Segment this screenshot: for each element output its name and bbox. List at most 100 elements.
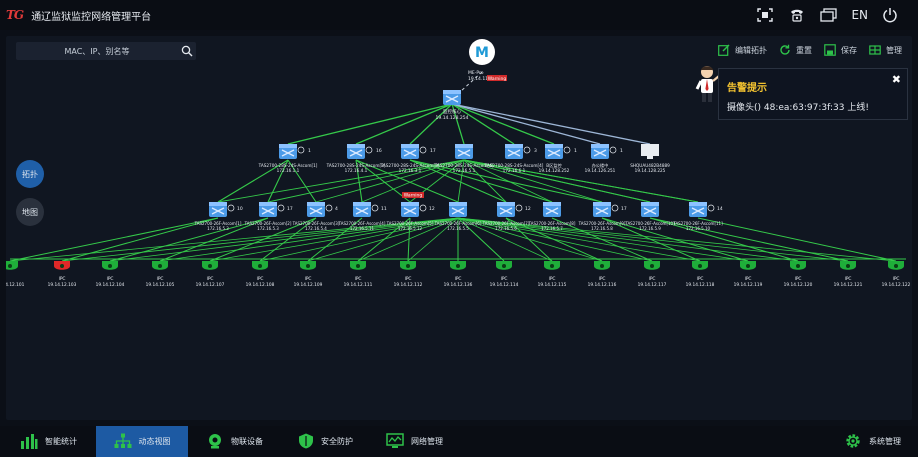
switch-top-icon: [401, 144, 419, 148]
search-input[interactable]: MAC、IP、别名等: [64, 46, 130, 56]
tier2-switch-node[interactable]: [401, 202, 419, 217]
tier1-switch-node[interactable]: [591, 144, 609, 159]
camera-node[interactable]: [790, 261, 806, 270]
switch-top-icon: [689, 202, 707, 206]
camera-lens-icon: [158, 264, 162, 268]
tier2-switch-node[interactable]: [689, 202, 707, 217]
alarm-title: 告警提示: [727, 83, 767, 94]
topology-canvas[interactable]: MME-Pro19.14.118.10Warning监控核心19.14.128.…: [6, 36, 912, 420]
nav-statistics[interactable]: 智能统计: [12, 426, 85, 457]
port-count-icon: [365, 146, 373, 154]
distribution-link-line: [409, 159, 507, 203]
camera-node[interactable]: [202, 261, 218, 270]
nav-network[interactable]: 网络管理: [378, 426, 451, 457]
distribution-link-line: [463, 159, 553, 203]
camera-node[interactable]: [102, 261, 118, 270]
distribution-link-line: [409, 159, 603, 203]
tier1-node-label: TAS2700-28S-24S-Ascom[4]: [434, 163, 494, 168]
tier1-node-ip: 172.16.3.1: [399, 168, 422, 173]
manage-button[interactable]: 管理: [869, 44, 902, 56]
camera-node[interactable]: [692, 261, 708, 270]
nav-iot-devices[interactable]: 物联设备: [198, 426, 271, 457]
tier2-switch-node[interactable]: [641, 202, 659, 217]
camera-ip: 19.14.12.105: [146, 282, 175, 288]
distribution-link-line: [463, 159, 651, 203]
edit-topology-button[interactable]: 编辑拓扑: [718, 44, 767, 56]
refresh-icon: [779, 44, 791, 56]
tier1-switch-node[interactable]: [545, 144, 563, 159]
root-node-ip: 19.14.118.10: [468, 76, 498, 82]
tier2-node-ip: 172.16.5.12: [398, 226, 423, 231]
server-node[interactable]: [641, 144, 659, 159]
save-button[interactable]: 保存: [824, 44, 857, 56]
camera-ip: 19.14.12.116: [588, 282, 617, 288]
camera-node[interactable]: [54, 261, 70, 270]
tier2-switch-node[interactable]: [449, 202, 467, 217]
camera-node[interactable]: [152, 261, 168, 270]
tier2-switch-node[interactable]: [543, 202, 561, 217]
tier1-switch-node[interactable]: [455, 144, 473, 159]
fullscreen-icon[interactable]: [755, 6, 775, 24]
camera-node[interactable]: [300, 261, 316, 270]
tier1-switch-node[interactable]: [279, 144, 297, 159]
language-toggle[interactable]: EN: [851, 8, 868, 22]
camera-label: IPC: [549, 276, 556, 282]
switch-top-icon: [497, 202, 515, 206]
topology-view-button[interactable]: 拓扑: [16, 160, 44, 188]
phone-icon[interactable]: [787, 6, 807, 24]
switch-arrows-icon: [691, 207, 705, 215]
camera-node[interactable]: [840, 261, 856, 270]
camera-lens-icon: [894, 264, 898, 268]
screens-icon[interactable]: [819, 6, 839, 24]
camera-ip: 19.14.12.103: [48, 282, 77, 288]
tier2-switch-node[interactable]: [497, 202, 515, 217]
nav-security[interactable]: 安全防护: [290, 426, 361, 457]
reset-button[interactable]: 重置: [779, 44, 812, 56]
access-link-line: [209, 217, 317, 262]
camera-node[interactable]: [644, 261, 660, 270]
access-link-line: [697, 217, 897, 262]
access-link-line: [61, 217, 459, 262]
core-switch-node[interactable]: [443, 90, 461, 105]
camera-node[interactable]: [450, 261, 466, 270]
camera-node[interactable]: [544, 261, 560, 270]
tier1-switch-node[interactable]: [401, 144, 419, 159]
tier2-switch-node[interactable]: [307, 202, 325, 217]
tier2-node-ip: 172.16.5.4: [305, 226, 327, 231]
nav-dynamic-view[interactable]: 动态视图: [96, 426, 188, 457]
switch-top-icon: [545, 144, 563, 148]
port-count-icon: [419, 204, 427, 212]
tier1-switch-node[interactable]: [347, 144, 365, 159]
camera-ip: 19.14.12.117: [638, 282, 667, 288]
access-link-line: [9, 217, 219, 262]
camera-node[interactable]: [594, 261, 610, 270]
camera-node[interactable]: [252, 261, 268, 270]
distribution-link-line: [217, 159, 289, 203]
close-icon[interactable]: ✖: [891, 73, 901, 86]
tier2-switch-node[interactable]: [259, 202, 277, 217]
camera-node[interactable]: [6, 261, 18, 270]
camera-lens-icon: [650, 264, 654, 268]
alarm-message: 摄像头() 48:ea:63:97:3f:33 上线!: [727, 103, 869, 113]
switch-arrows-icon: [403, 207, 417, 215]
nav-system[interactable]: 系统管理: [836, 426, 909, 457]
camera-node[interactable]: [888, 261, 904, 270]
camera-node[interactable]: [496, 261, 512, 270]
access-link-line: [109, 217, 459, 262]
search-icon[interactable]: [178, 42, 196, 60]
camera-node[interactable]: [400, 261, 416, 270]
tier2-switch-node[interactable]: [353, 202, 371, 217]
switch-top-icon: [209, 202, 227, 206]
tier1-switch-node[interactable]: [505, 144, 523, 159]
camera-node[interactable]: [740, 261, 756, 270]
search-box[interactable]: MAC、IP、别名等: [16, 42, 196, 60]
camera-node[interactable]: [350, 261, 366, 270]
tier2-node-label: TAS2700-26F-Ascom[5]: [386, 221, 434, 226]
map-view-button[interactable]: 地图: [16, 198, 44, 226]
switch-arrows-icon: [281, 149, 295, 157]
tier2-switch-node[interactable]: [209, 202, 227, 217]
tier2-switch-node[interactable]: [593, 202, 611, 217]
links-layer: [9, 71, 906, 262]
logout-icon[interactable]: [880, 6, 900, 24]
